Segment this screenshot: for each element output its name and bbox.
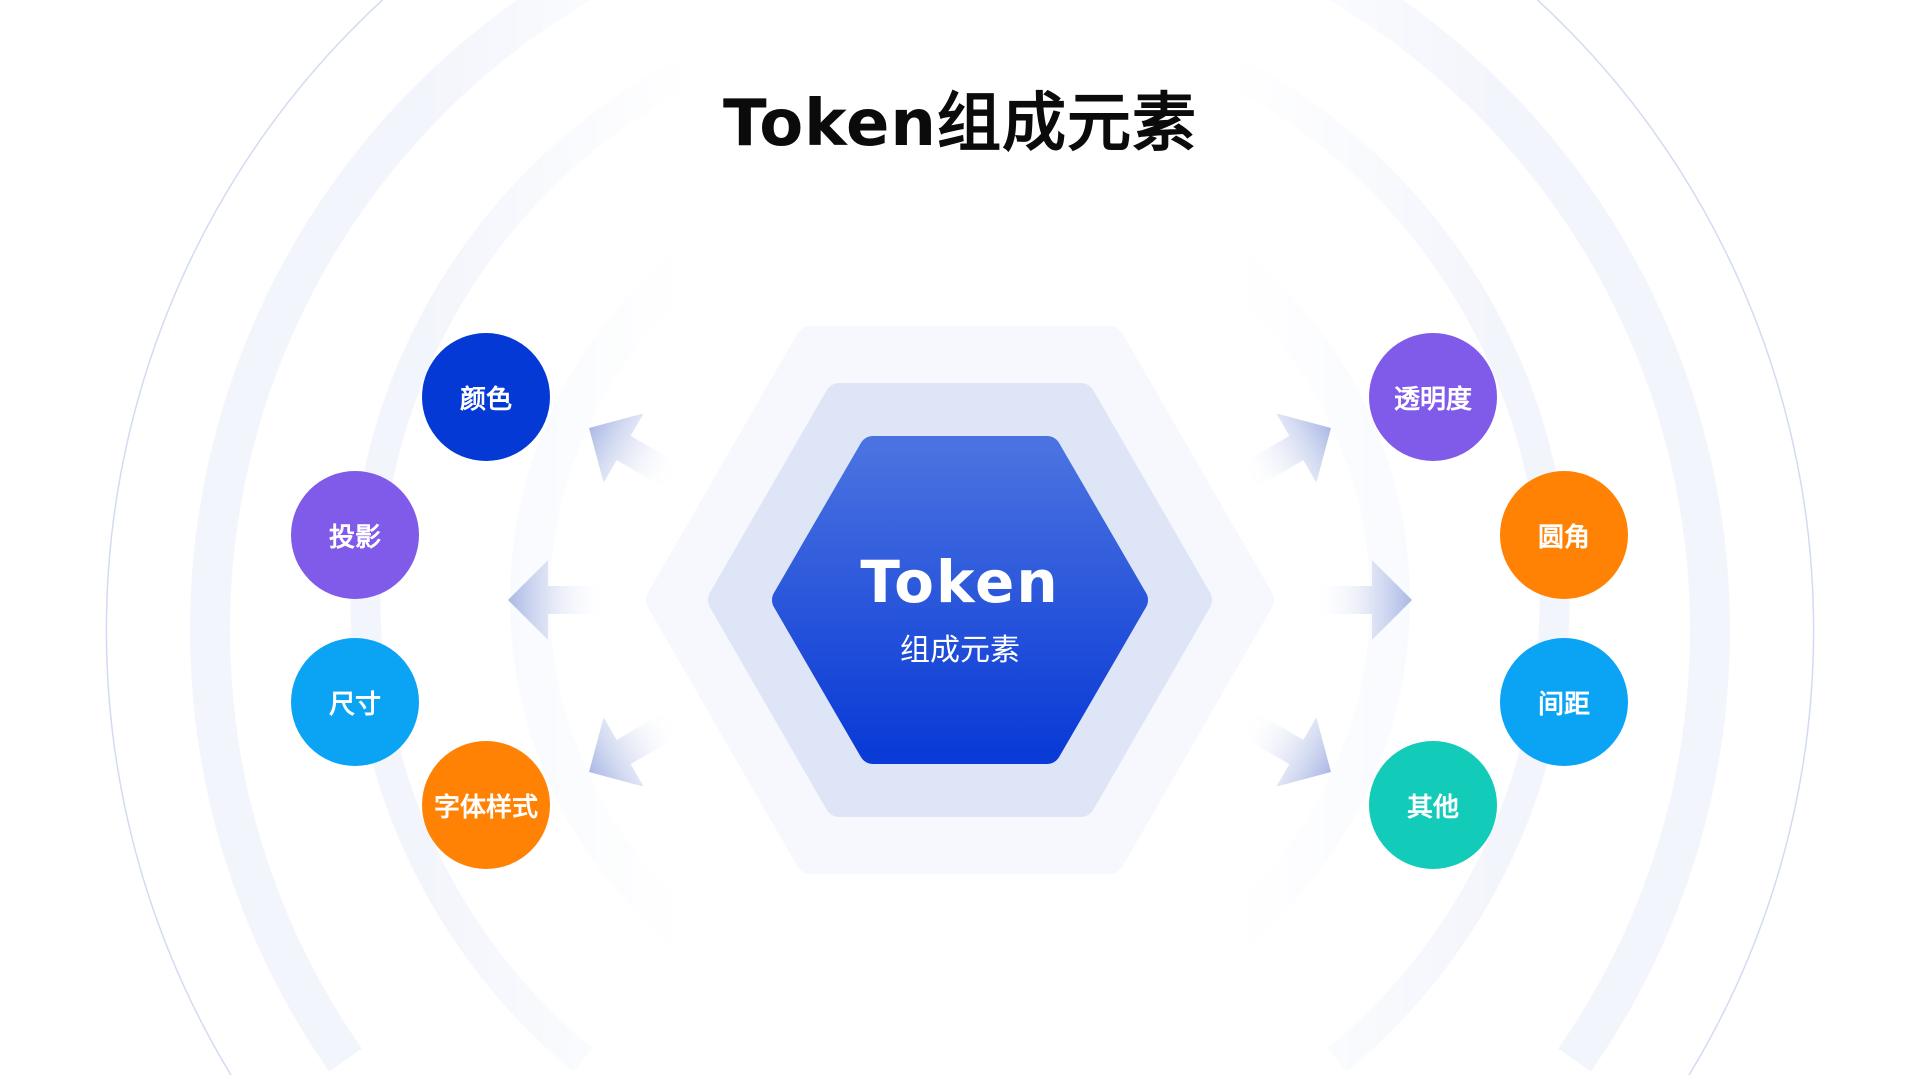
node-size[interactable]: 尺寸: [291, 638, 419, 766]
arrows: [508, 413, 1412, 787]
center-title: Token: [860, 548, 1060, 616]
node-font-style[interactable]: 字体样式: [422, 741, 550, 869]
node-shadow[interactable]: 投影: [291, 471, 419, 599]
node-spacing[interactable]: 间距: [1500, 638, 1628, 766]
inner-hexagon: [772, 436, 1148, 764]
page-title: Token组成元素: [723, 87, 1197, 161]
arrow-icon: [1237, 413, 1331, 491]
arrow-icon: [1312, 560, 1412, 640]
hexagon-stack: [646, 326, 1274, 874]
arrow-icon: [589, 413, 683, 491]
node-radius[interactable]: 圆角: [1500, 471, 1628, 599]
node-color[interactable]: 颜色: [422, 333, 550, 461]
arrow-icon: [589, 709, 683, 787]
center-subtitle: 组成元素: [900, 633, 1020, 668]
node-other[interactable]: 其他: [1369, 741, 1497, 869]
arrow-icon: [1237, 709, 1331, 787]
arrow-icon: [508, 560, 608, 640]
node-opacity[interactable]: 透明度: [1369, 333, 1497, 461]
